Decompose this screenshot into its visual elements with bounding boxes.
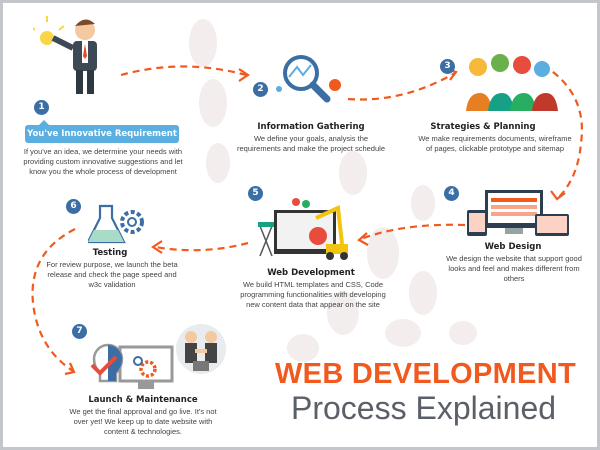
arrowhead-2 [238, 68, 250, 82]
step-5-number: 5 [248, 186, 263, 201]
step-4-title: Web Design [484, 242, 542, 252]
arrowhead-5 [357, 232, 369, 246]
process-path [31, 64, 583, 376]
step-2-title: Information Gathering [257, 122, 365, 132]
arrowhead-6 [151, 240, 163, 254]
step-5-title: Web Development [267, 268, 355, 278]
step-7-title: Launch & Maintenance [88, 395, 198, 405]
step-3-description: We make requirements documents, wirefram… [418, 134, 572, 153]
step-4-number: 4 [444, 186, 459, 201]
bulb-monitor-icon [90, 343, 174, 389]
connector-3-4 [542, 64, 583, 199]
step-4-description: We design the website that support good … [446, 254, 582, 283]
background-dots [189, 19, 477, 362]
step-3-title: Strategies & Planning [430, 122, 536, 132]
step-6-number: 6 [66, 199, 81, 214]
heading-line-1: WEB DEVELOPMENT [275, 358, 576, 390]
handshake-icon [176, 324, 226, 374]
arrowhead-7 [64, 362, 76, 376]
step-1-title: You've Innovative Requirement [25, 120, 179, 143]
magnifier-icon [276, 55, 341, 103]
step-3-number: 3 [440, 59, 455, 74]
step-7-number: 7 [72, 324, 87, 339]
step-5-description: We build HTML templates and CSS, Code pr… [240, 280, 386, 309]
step-1-number: 1 [34, 100, 49, 115]
connector-1-2 [120, 65, 247, 77]
businessman-idea-icon [33, 16, 97, 94]
heading-line-2: Process Explained [291, 390, 557, 426]
step-6-title: Testing [92, 248, 128, 258]
arrowhead-4 [550, 190, 566, 201]
step-7-description: We get the final approval and go live. I… [69, 407, 217, 436]
connector-5-6 [154, 241, 249, 252]
step-1-description: If you've an idea, we determine your nee… [23, 147, 183, 176]
connector-4-5 [360, 223, 466, 241]
step-6-description: For review purpose, we launch the beta r… [46, 260, 178, 289]
construction-monitor-icon [258, 198, 348, 260]
team-gears-icon [466, 54, 558, 111]
step-2-description: We define your goals, analysis the requi… [236, 134, 385, 153]
step-2-number: 2 [253, 82, 268, 97]
connector-2-3 [347, 72, 456, 101]
flask-gear-icon [88, 204, 144, 244]
responsive-devices-icon [467, 190, 569, 236]
connector-6-7 [31, 228, 76, 372]
